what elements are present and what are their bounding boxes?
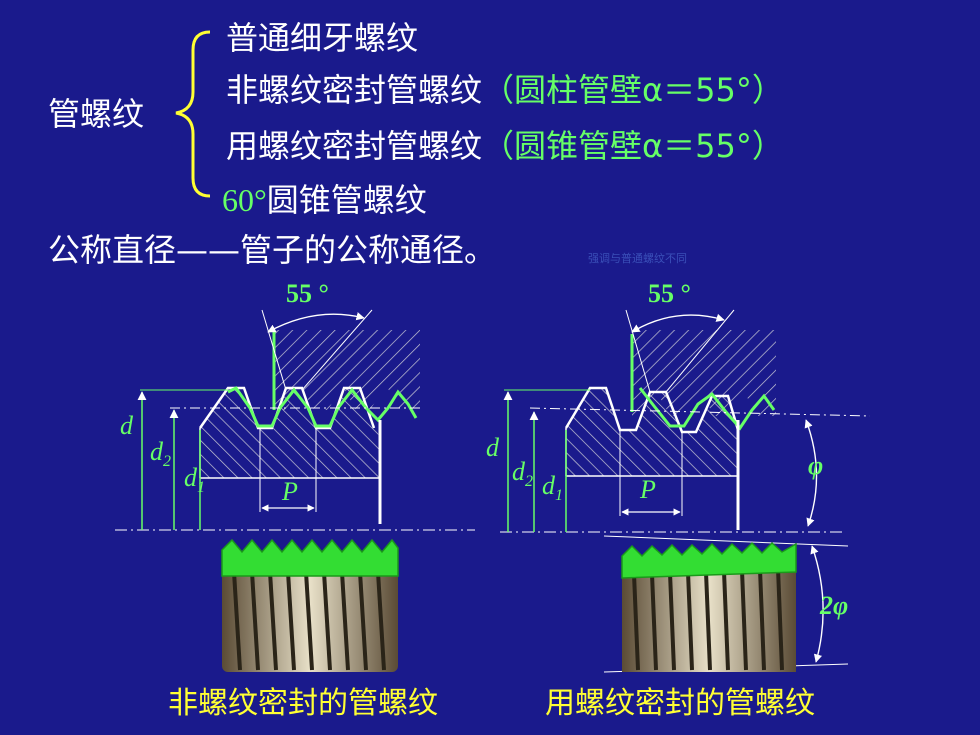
right-pipe-illustration: [621, 541, 797, 672]
list-item-non-sealing: 非螺纹密封管螺纹（圆柱管壁α＝55°）: [226, 71, 784, 109]
right-caption: 用螺纹密封的管螺纹: [545, 686, 815, 721]
right-thread-profile: [500, 309, 871, 673]
left-pipe-illustration: [221, 538, 399, 672]
right-d2-label: d2: [512, 457, 533, 490]
left-d-label: d: [120, 411, 134, 440]
pipe-thread-label: 管螺纹: [48, 95, 145, 133]
left-angle-label: 55 °: [286, 279, 329, 308]
right-d-label: d: [486, 433, 500, 462]
left-d2-label: d2: [150, 437, 171, 470]
list-item-sealing: 用螺纹密封管螺纹（圆锥管壁α＝55°）: [226, 127, 784, 165]
left-thread-profile: [115, 309, 475, 531]
right-phi-label: φ: [808, 451, 823, 480]
list-item-60-taper: 60°圆锥管螺纹: [222, 181, 427, 219]
right-angle-label: 55 °: [648, 279, 691, 308]
left-d1-label: d1: [184, 463, 205, 496]
left-caption: 非螺纹密封的管螺纹: [168, 686, 438, 721]
right-pitch-label: P: [639, 475, 656, 504]
left-pitch-label: P: [281, 477, 298, 506]
nominal-diameter-definition: 公称直径——管子的公称通径。: [48, 231, 497, 269]
list-item-fine-thread: 普通细牙螺纹: [226, 19, 419, 57]
right-2phi-label: 2φ: [819, 591, 848, 620]
note-text: 强调与普通螺纹不同: [588, 252, 687, 265]
right-d1-label: d1: [542, 471, 563, 504]
